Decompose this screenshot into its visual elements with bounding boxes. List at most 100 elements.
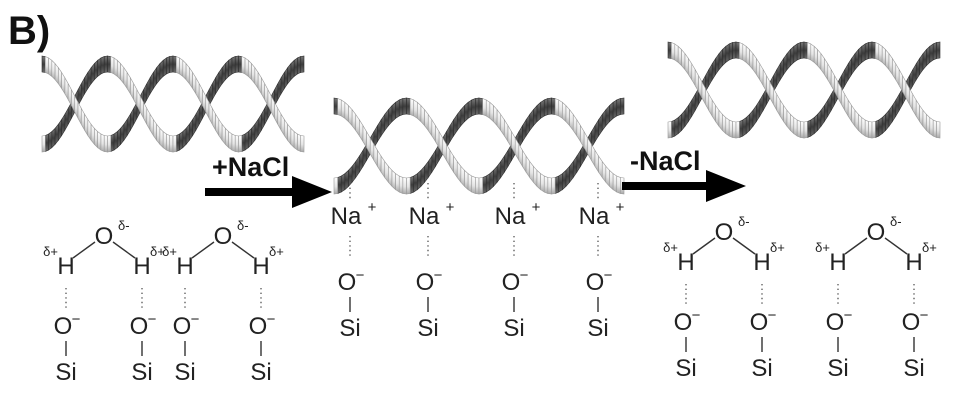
o-h-bond xyxy=(112,241,136,259)
dna-strand-segment xyxy=(547,177,552,195)
silanolate-oxygen: O− xyxy=(674,307,701,336)
dna-strand-segment xyxy=(776,93,781,118)
dna-strand-segment xyxy=(149,71,154,95)
dna-strand-segment xyxy=(377,149,382,174)
silicon-atom-label: Si xyxy=(250,359,271,386)
dna-strand-segment xyxy=(507,143,512,168)
dna-strand-segment xyxy=(776,62,781,87)
dna-strand-segment xyxy=(179,131,184,151)
water-oxygen-label: O xyxy=(867,219,886,246)
dna-strand-segment xyxy=(234,135,239,153)
dna-strand-segment xyxy=(64,107,69,132)
dna-strand-segment xyxy=(671,42,676,61)
dna-strand-segment xyxy=(489,169,494,191)
silanolate-si-group: O−Si xyxy=(338,267,365,342)
dna-strand-segment xyxy=(344,169,349,191)
dna-strand-segment xyxy=(684,52,689,76)
dna-strand-segment xyxy=(340,99,346,119)
dna-strand-segment xyxy=(540,173,545,193)
dna-strand-segment xyxy=(554,175,560,194)
dna-strand-segment xyxy=(417,101,422,123)
delta-plus-label: δ+ xyxy=(663,240,678,255)
dna-strand-segment xyxy=(580,124,585,149)
sodium-atom-label: Na xyxy=(495,203,526,230)
dna-strand-segment xyxy=(413,99,418,119)
o-h-bond xyxy=(231,241,255,259)
add-nacl-label: +NaCl xyxy=(212,152,289,182)
dna-strand-segment xyxy=(786,109,791,132)
dna-strand-segment xyxy=(238,55,243,73)
dna-strand-segment xyxy=(446,124,451,149)
silicon-atom-label: Si xyxy=(339,315,360,342)
dna-strand-segment xyxy=(888,52,893,76)
dna-strand-segment xyxy=(742,117,747,137)
dna-strand-segment xyxy=(810,43,815,63)
dna-strand-segment xyxy=(179,57,184,77)
negative-charge-label: − xyxy=(520,267,529,284)
dna-strand-segment xyxy=(395,173,400,193)
dna-strand-segment xyxy=(333,97,338,115)
dna-strand-segment xyxy=(100,133,105,152)
dna-strand-segment xyxy=(847,99,852,123)
dna-strand-segment xyxy=(609,169,614,191)
dna-strand-segment xyxy=(722,113,727,135)
dna-strand-segment xyxy=(807,119,812,138)
dna-strand-segment xyxy=(244,57,249,77)
dna-strand-segment xyxy=(293,131,298,151)
silicon-atom-label: Si xyxy=(503,315,524,342)
dna-strand-segment xyxy=(359,118,364,143)
dna-strand-segment xyxy=(460,104,465,127)
dna-strand-segment xyxy=(493,104,498,127)
dna-strand-segment xyxy=(864,42,869,61)
dna-strand-segment xyxy=(143,83,148,106)
silanolate-oxygen: O− xyxy=(130,311,157,340)
dna-strand-segment xyxy=(277,76,282,101)
dna-strand-segment xyxy=(159,127,164,149)
positive-charge-label: + xyxy=(532,199,541,216)
delta-plus-label: δ+ xyxy=(269,244,284,259)
dna-strand-segment xyxy=(123,66,128,90)
dna-strand-segment xyxy=(745,45,750,67)
dna-strand-segment xyxy=(708,93,713,118)
dna-strand-segment xyxy=(562,101,567,123)
dna-strand-segment xyxy=(569,108,574,132)
dna-strand-segment xyxy=(525,113,531,137)
dna-strand-segment xyxy=(885,109,890,132)
sodium-atom-label: Na xyxy=(331,203,362,230)
dna-strand-segment xyxy=(248,59,252,81)
dna-strand-segment xyxy=(929,43,934,63)
dna-strand-segment xyxy=(844,62,849,87)
dna-strand-segment xyxy=(427,155,433,179)
dna-strand-segment xyxy=(749,109,754,132)
silanolate-si-group: O−Si xyxy=(750,307,777,382)
dna-strand-segment xyxy=(881,45,886,67)
dna-strand-segment xyxy=(620,97,625,115)
dna-strand-segment xyxy=(218,118,223,142)
dna-strand-segment xyxy=(261,107,265,132)
dna-strand-segment xyxy=(909,68,914,93)
dna-strand-segment xyxy=(215,71,220,95)
dna-strand-segment xyxy=(274,83,279,106)
sodium-atom-label: Na xyxy=(579,203,610,230)
dna-strand-segment xyxy=(752,52,757,76)
dna-strand-segment xyxy=(172,135,177,153)
dna-strand-segment xyxy=(688,57,693,81)
dna-strand-segment xyxy=(861,43,866,63)
dna-strand-segment xyxy=(718,109,723,132)
oxygen-atom-label: O xyxy=(902,309,921,336)
dna-helix-right xyxy=(667,41,941,139)
dna-strand-segment xyxy=(915,99,920,123)
dna-strand-segment xyxy=(355,155,360,179)
o-h-bond xyxy=(732,237,756,255)
silanolate-si-group: O−Si xyxy=(173,311,200,386)
dna-strand-segment xyxy=(565,165,570,188)
dna-strand-segment xyxy=(456,108,462,132)
delta-minus-label: δ- xyxy=(890,214,902,229)
dna-strand-segment xyxy=(892,99,897,123)
delta-plus-label: δ+ xyxy=(162,244,177,259)
dna-strand-segment xyxy=(616,98,621,117)
dna-strand-segment xyxy=(449,149,454,174)
dna-strand-segment xyxy=(572,113,578,137)
